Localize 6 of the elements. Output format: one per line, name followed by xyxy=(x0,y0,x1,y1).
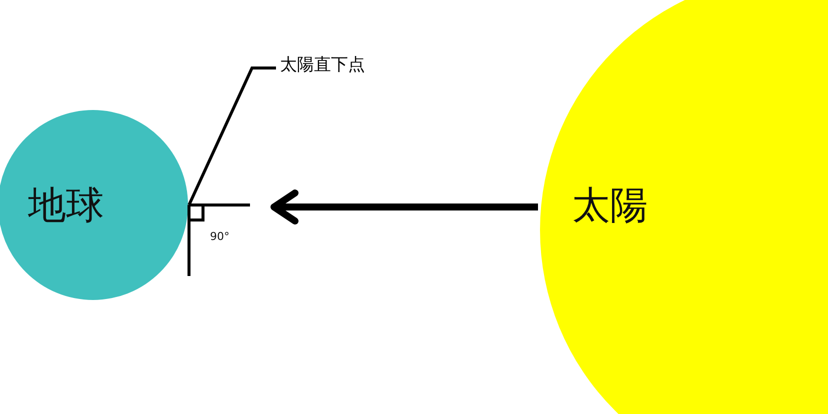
leader-line xyxy=(188,66,276,206)
body-label: 太陽 xyxy=(572,182,648,229)
body-label: 地球 xyxy=(28,182,104,229)
angle-label: 90° xyxy=(210,230,230,243)
arrow xyxy=(270,190,538,224)
point-label: 太陽直下点 xyxy=(280,54,365,76)
